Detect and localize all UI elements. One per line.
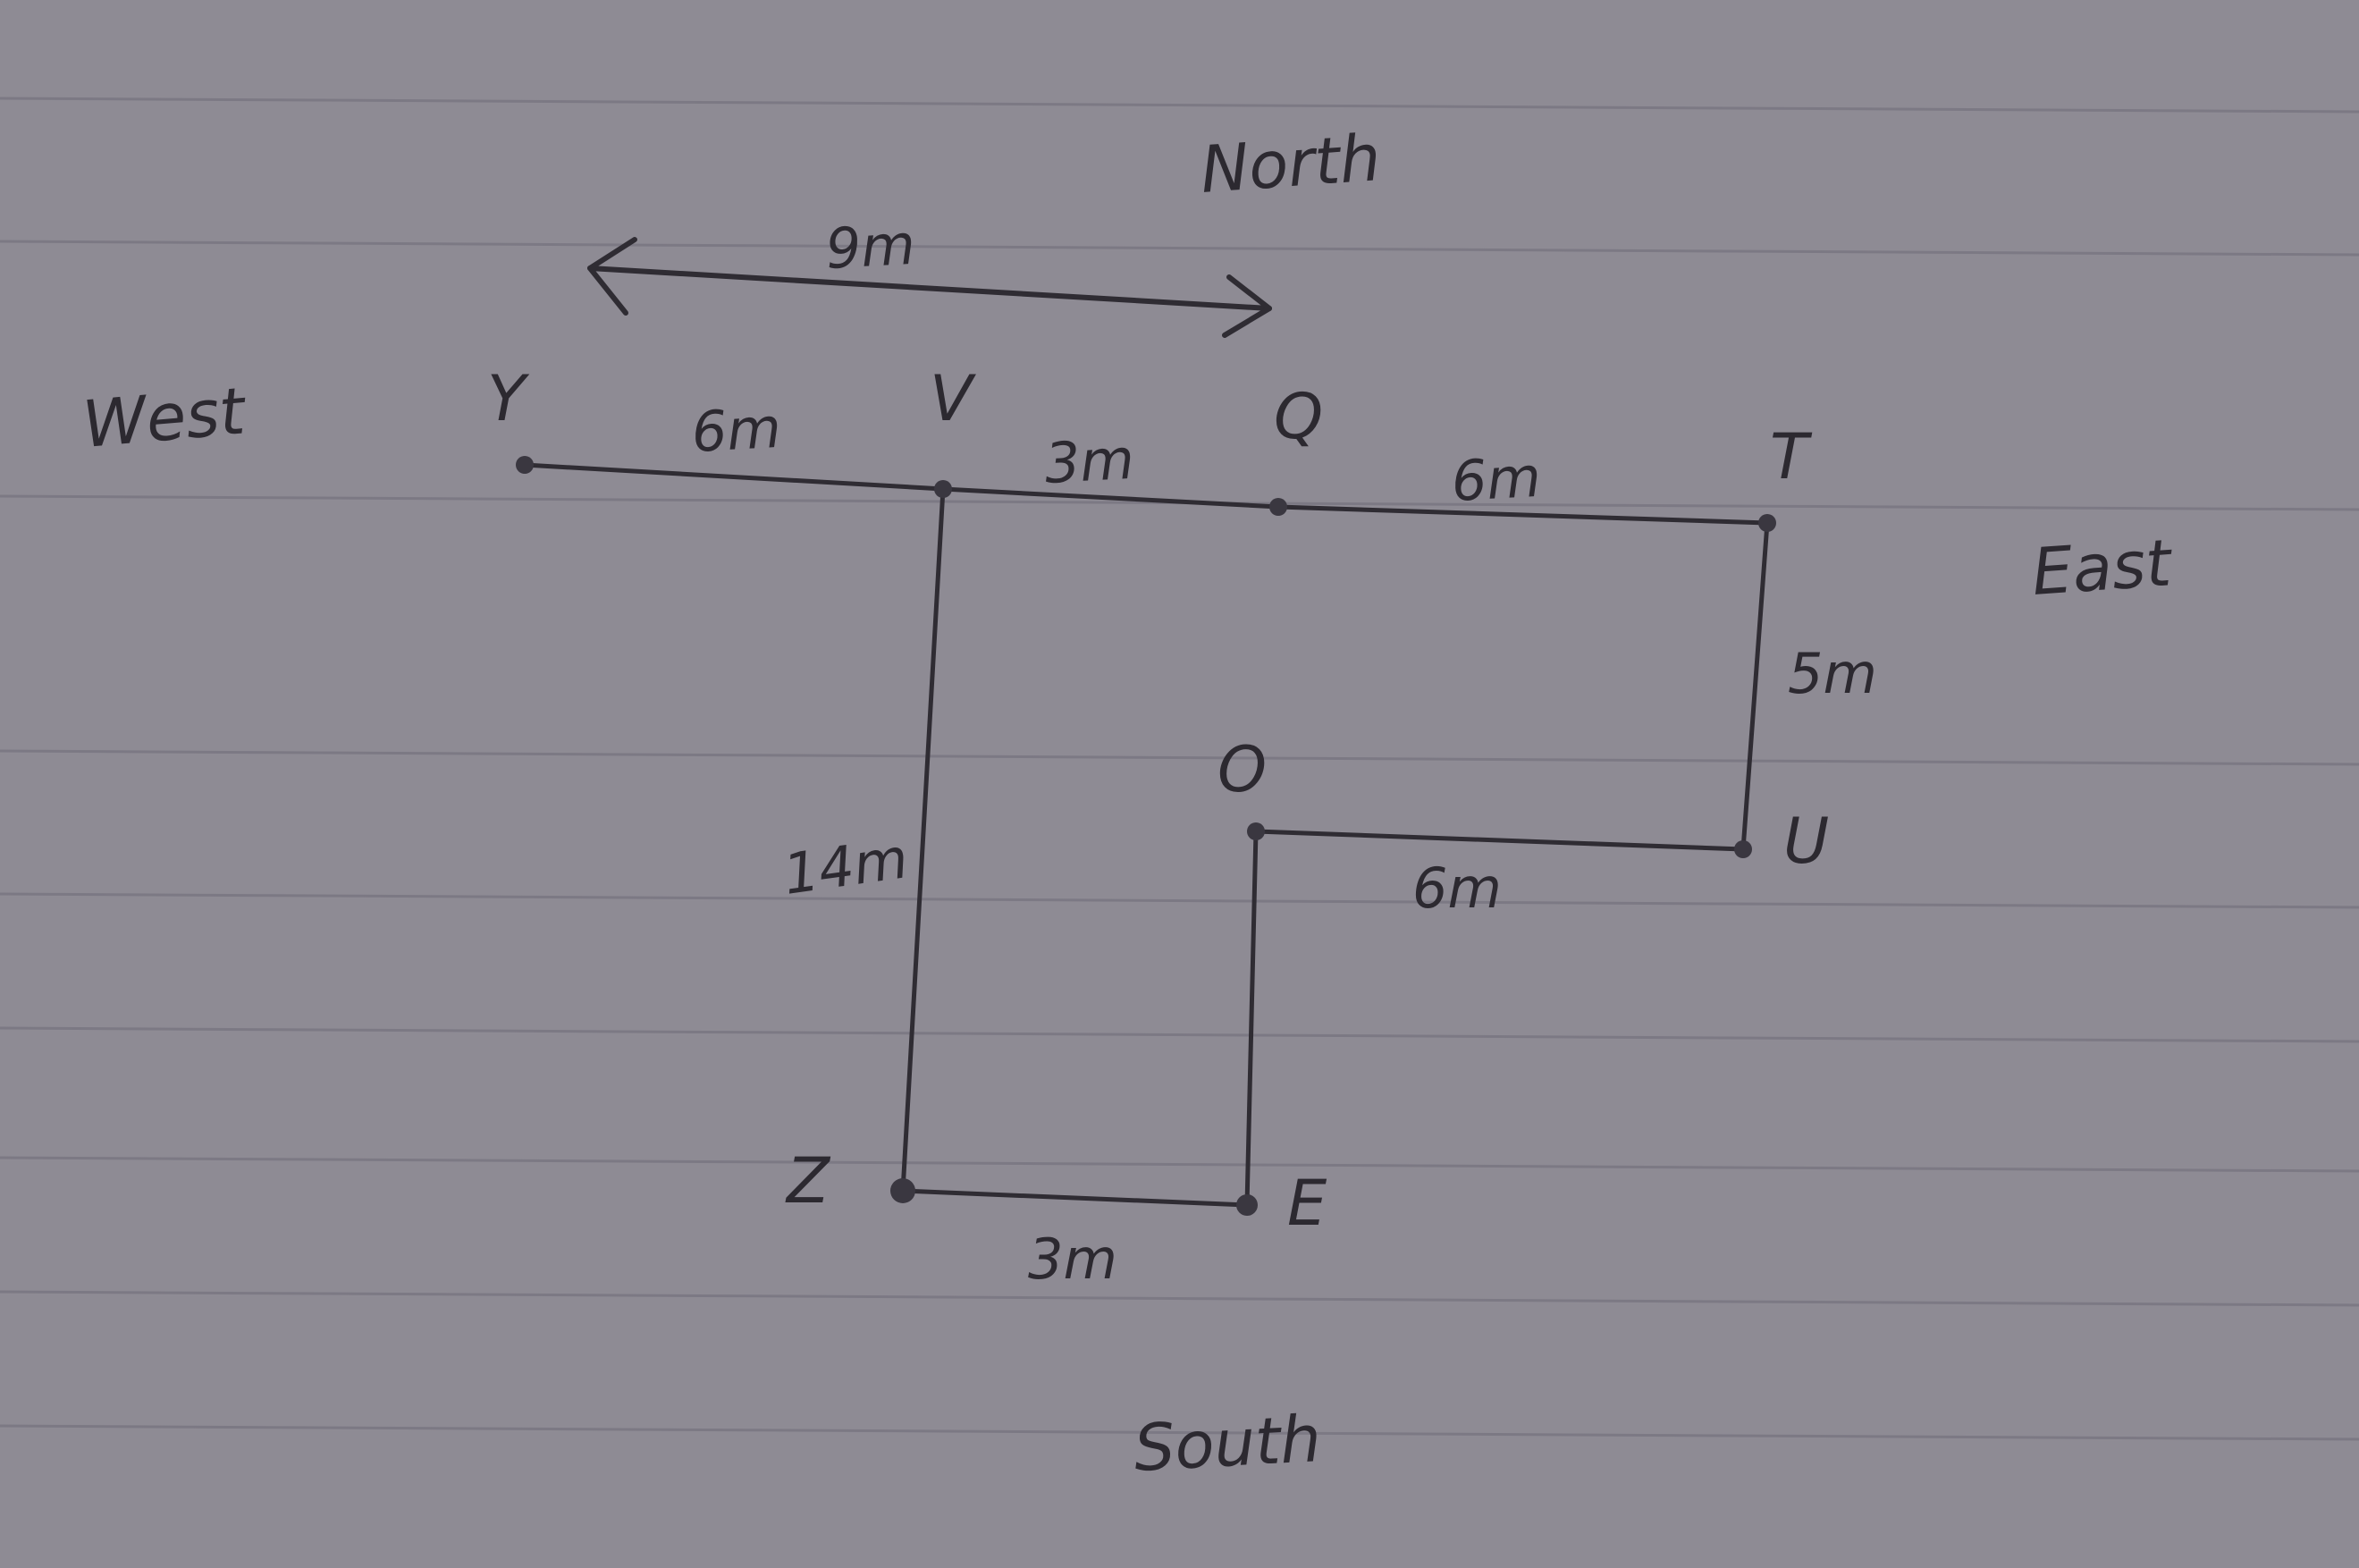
path-edges bbox=[522, 462, 1770, 1208]
edge-V-Z bbox=[900, 486, 946, 1193]
edge-Q-T bbox=[1276, 504, 1770, 526]
direction-south: South bbox=[1132, 1401, 1322, 1486]
node-T bbox=[1758, 514, 1776, 532]
point-label-V: V bbox=[930, 362, 976, 435]
point-label-Y: Y bbox=[487, 362, 530, 435]
direction-west: West bbox=[80, 373, 250, 462]
edge-V-Q bbox=[940, 486, 1281, 510]
point-label-T: T bbox=[1770, 420, 1813, 493]
edge-Z-E bbox=[900, 1188, 1250, 1208]
length-label-Y-V: 6m bbox=[690, 395, 783, 465]
node-Z bbox=[890, 1178, 915, 1203]
direction-north: North bbox=[1198, 120, 1383, 207]
length-label-V-Q: 3m bbox=[1043, 426, 1136, 496]
edge-O-U bbox=[1253, 829, 1746, 852]
node-Q bbox=[1269, 498, 1287, 516]
point-label-E: E bbox=[1287, 1167, 1327, 1240]
point-label-Q: Q bbox=[1274, 380, 1323, 453]
point-label-U: U bbox=[1783, 805, 1829, 878]
node-O bbox=[1247, 822, 1265, 840]
edge-O-E bbox=[1244, 829, 1259, 1208]
node-Y bbox=[516, 456, 534, 474]
length-label-arrow-span: 9m bbox=[824, 212, 917, 282]
length-label-V-Z: 14m bbox=[779, 825, 912, 907]
span-arrow bbox=[587, 237, 1272, 338]
node-V bbox=[934, 480, 952, 498]
ruled-lines bbox=[0, 97, 2359, 1441]
length-label-T-U: 5m bbox=[1788, 641, 1877, 706]
direction-east: East bbox=[2029, 525, 2176, 610]
path-nodes bbox=[516, 456, 1776, 1216]
point-label-O: O bbox=[1217, 733, 1267, 806]
edge-T-U bbox=[1740, 520, 1770, 852]
node-E bbox=[1236, 1194, 1258, 1216]
length-label-Z-E: 3m bbox=[1028, 1227, 1117, 1292]
edge-Y-V bbox=[522, 462, 946, 492]
length-label-O-U: 6m bbox=[1412, 856, 1502, 921]
length-label-Q-T: 6m bbox=[1450, 444, 1543, 514]
node-U bbox=[1734, 840, 1752, 858]
point-label-Z: Z bbox=[785, 1144, 831, 1218]
